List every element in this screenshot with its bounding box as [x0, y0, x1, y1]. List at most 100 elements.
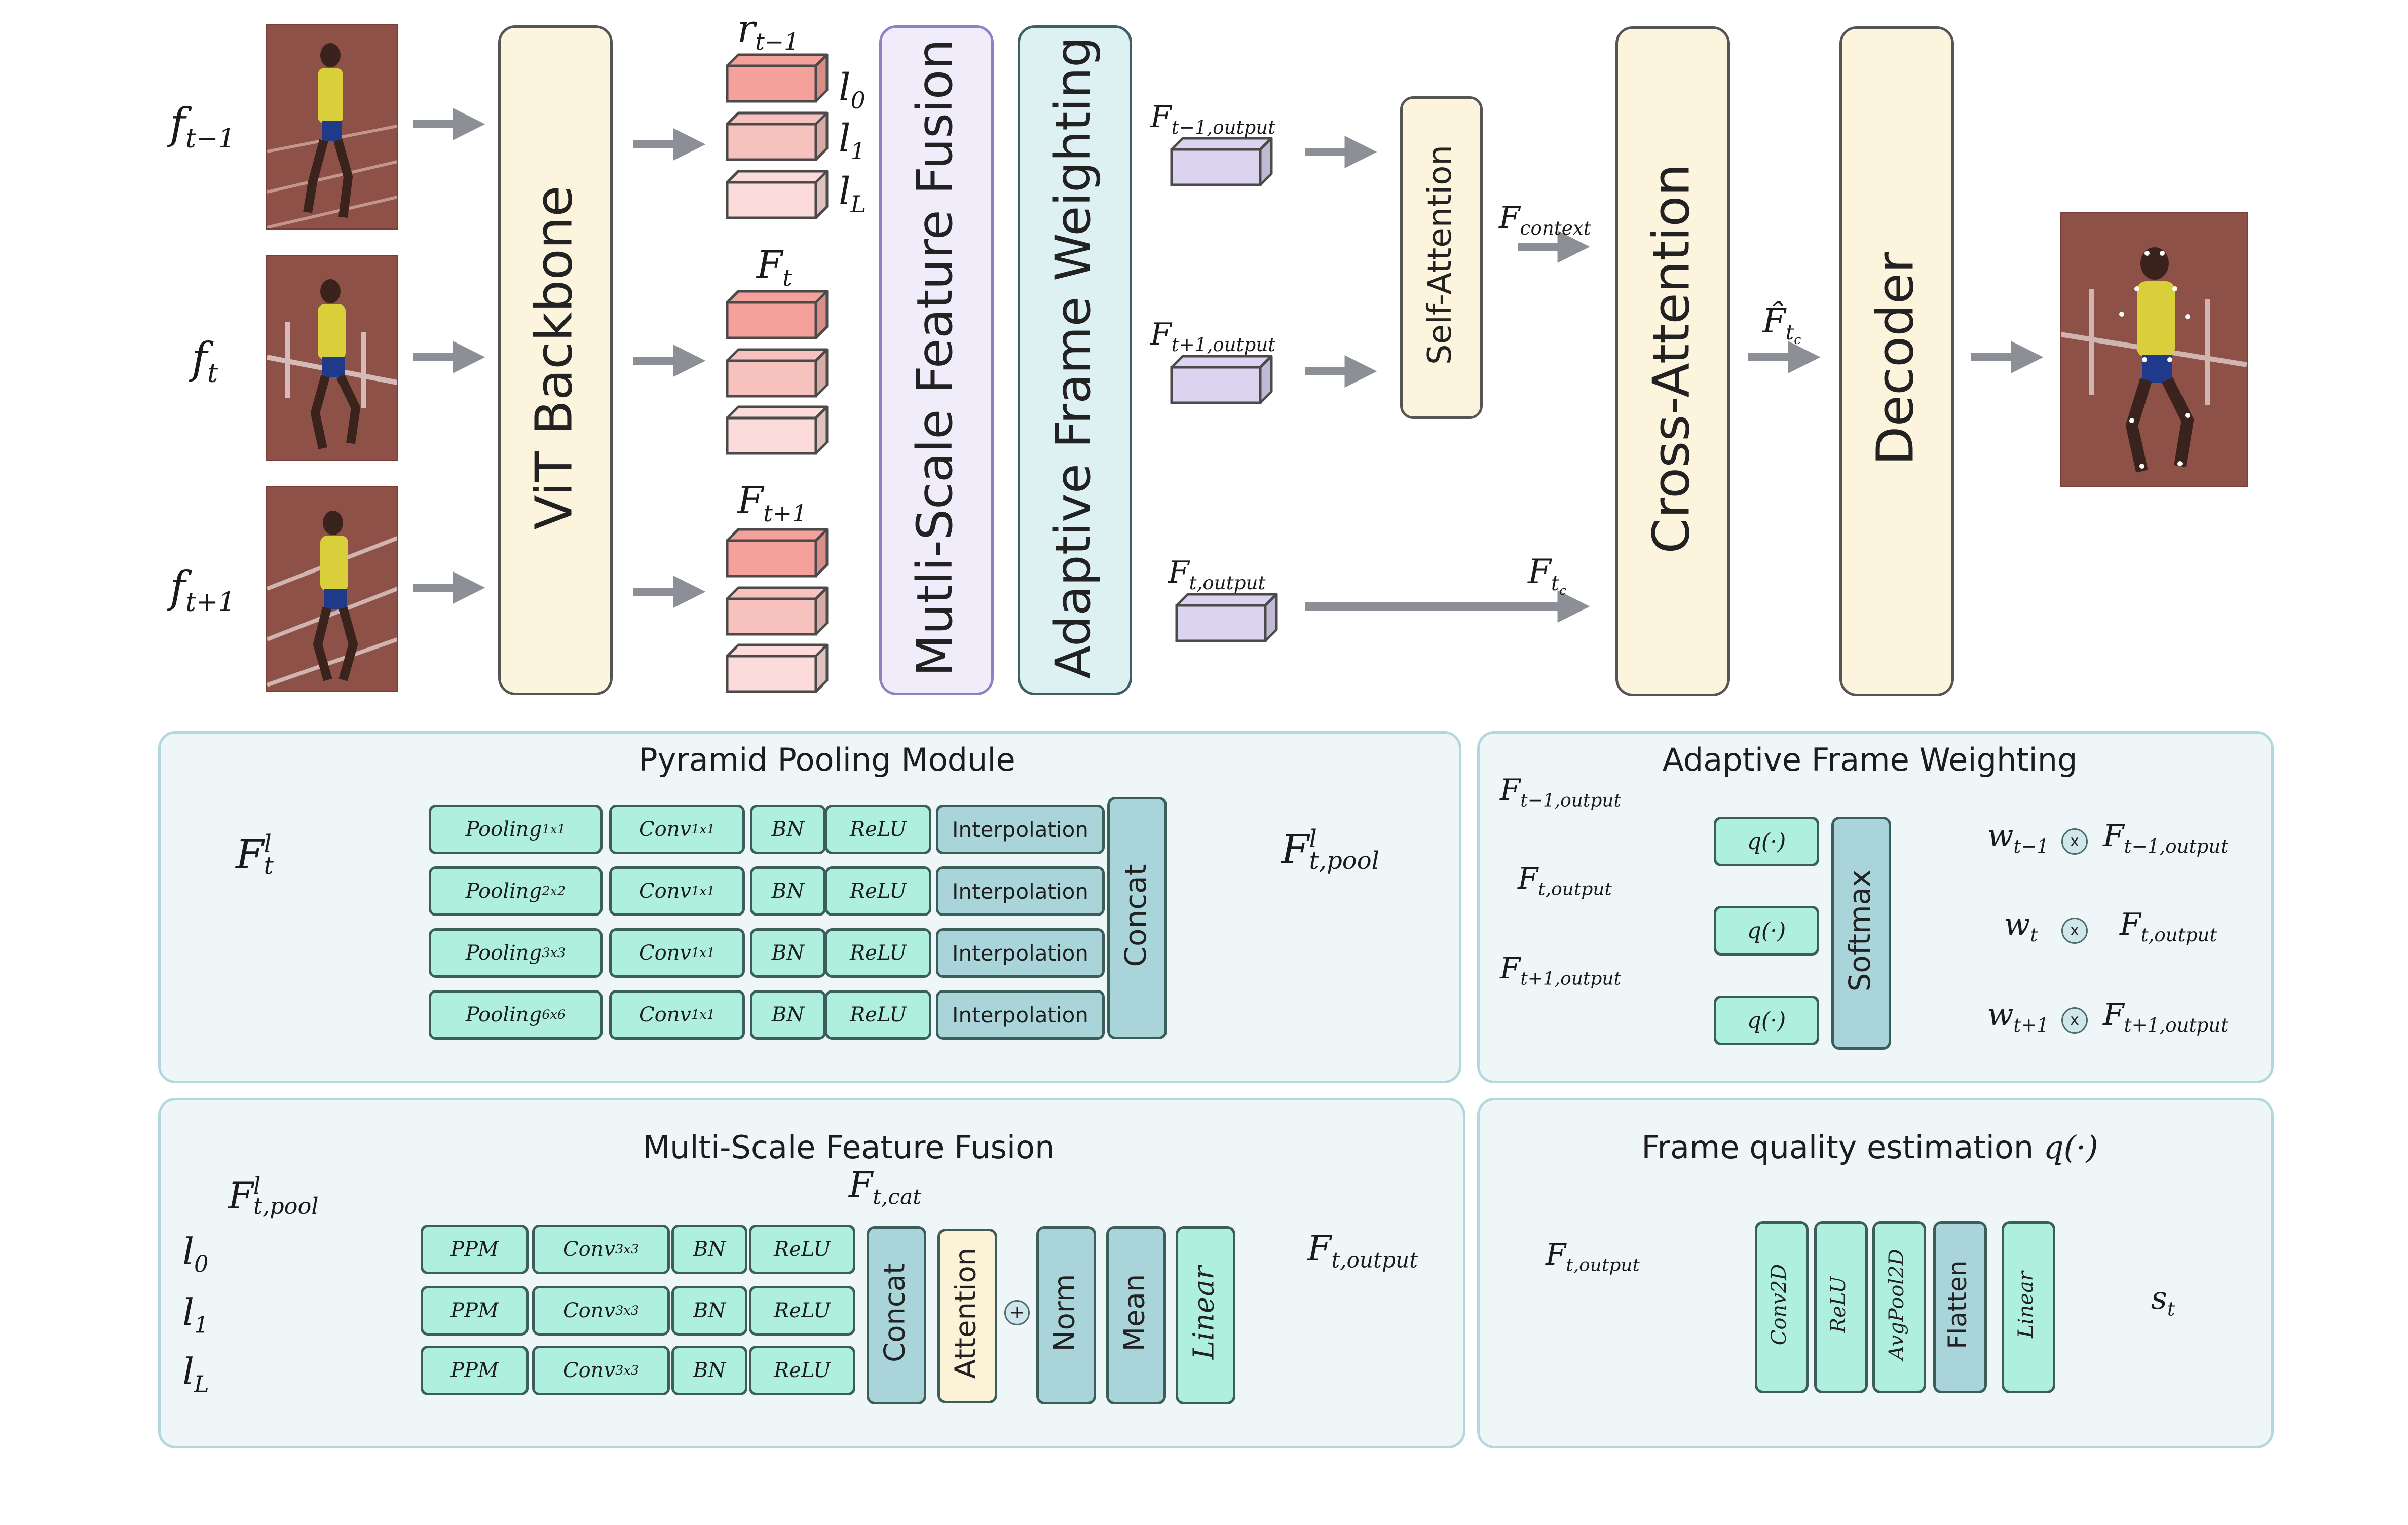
fqe-block-relu	[1814, 1221, 1868, 1393]
input-label-f-t-minus-1: ft−1	[170, 99, 235, 154]
relu-block-3: ReLU	[825, 990, 931, 1040]
norm-label: Norm	[1048, 1274, 1081, 1352]
level-label-l0: l0	[839, 66, 866, 114]
frame-image-t-plus-1	[266, 486, 398, 692]
plus-icon: +	[1004, 1300, 1030, 1325]
bn-block-2: BN	[750, 928, 826, 978]
msf-title: Multi-Scale Feature Fusion	[643, 1129, 1055, 1166]
interpolation-block-2: Interpolation	[936, 928, 1105, 978]
feature-label-f-t: Ft	[757, 243, 792, 291]
weight-label-1: wt	[2004, 907, 2038, 946]
linear-label: Linear	[1187, 1266, 1221, 1360]
feature-cuboid-1-0	[726, 290, 829, 339]
msf-bn-block-0: BN	[671, 1225, 747, 1274]
ppm-title: Pyramid Pooling Module	[638, 741, 1015, 778]
softmax-label: Softmax	[1842, 869, 1877, 992]
msf-level-l0: l0	[182, 1230, 209, 1278]
fqe-block-conv2d	[1755, 1221, 1809, 1393]
self-attention-block	[1400, 96, 1483, 419]
afw-q-block-1: q(·)	[1714, 906, 1819, 956]
msf-level-l1: l1	[182, 1291, 209, 1339]
ppm-concat-block	[1107, 797, 1167, 1039]
input-label-f-t-plus-1: ft+1	[170, 562, 235, 618]
fqe-block-avgpool2d	[1872, 1221, 1926, 1393]
interpolation-block-0: Interpolation	[936, 805, 1105, 854]
feature-cuboid-0-0	[726, 53, 829, 103]
output-label-t-minus-1: Ft−1,output	[1150, 99, 1276, 138]
relu-block-2: ReLU	[825, 928, 931, 978]
msf-concat-block	[867, 1226, 926, 1404]
level-label-l1: l1	[839, 117, 866, 165]
afw-input-label-2: Ft+1,output	[1500, 951, 1621, 989]
vit-backbone-label: ViT Backbone	[524, 185, 584, 530]
norm-block	[1036, 1226, 1096, 1404]
fqe-block-linear	[2002, 1221, 2055, 1393]
afw-input-label-1: Ft,output	[1518, 861, 1612, 900]
mean-block	[1106, 1226, 1166, 1404]
cross-attention-block	[1615, 26, 1730, 696]
feature-label-r-t-minus-1: rt−1	[737, 7, 799, 55]
softmax-block	[1831, 817, 1891, 1050]
ppm-block-0: PPM	[421, 1225, 529, 1274]
output-pose-image	[2060, 212, 2248, 487]
relu-block-1: ReLU	[825, 866, 931, 916]
bn-block-3: BN	[750, 990, 826, 1040]
msf-bn-block-2: BN	[671, 1346, 747, 1395]
fqe-label-flatten: Flatten	[1943, 1260, 1972, 1349]
weighted-output-label-2: Ft+1,output	[2103, 997, 2229, 1036]
attention-block	[937, 1229, 997, 1403]
decoder-label: Decoder	[1865, 252, 1925, 466]
feature-cuboid-0-1	[726, 111, 829, 161]
context-label: Fcontext	[1499, 200, 1591, 239]
ftc-hat-label: F̂tc	[1762, 301, 1801, 348]
msf-level-lL: lL	[182, 1350, 209, 1398]
afw-title: Adaptive Frame Weighting	[1662, 741, 2078, 778]
feature-label-f-t-plus-1: Ft+1	[737, 479, 807, 527]
weight-label-2: wt+1	[1987, 997, 2049, 1036]
afw-q-block-0: q(·)	[1714, 817, 1819, 866]
attention-label: Attention	[949, 1247, 983, 1379]
fqe-label-relu: ReLU	[1827, 1276, 1850, 1333]
msf-output-label: Ft,output	[1307, 1229, 1418, 1273]
ppm-block-1: PPM	[421, 1286, 529, 1336]
ppm-block-2: PPM	[421, 1346, 529, 1395]
vit-backbone-block	[498, 25, 613, 695]
msf-concat-label: Concat	[878, 1263, 912, 1362]
relu-block-0: ReLU	[825, 805, 931, 854]
msf-relu-block-0: ReLU	[749, 1225, 855, 1274]
multiply-icon-2: x	[2061, 1007, 2088, 1034]
level-label-lL: lL	[839, 170, 867, 218]
fqe-label-linear: Linear	[2014, 1271, 2038, 1338]
weighted-output-label-0: Ft−1,output	[2103, 818, 2229, 857]
feature-cuboid-2-0	[726, 528, 829, 578]
fqe-label-avgpool2d: AvgPool2D	[1885, 1249, 1908, 1360]
output-label-t-plus-1: Ft+1,output	[1150, 317, 1276, 356]
mean-label: Mean	[1118, 1274, 1151, 1352]
decoder-block	[1839, 26, 1954, 696]
fqe-block-flatten	[1933, 1221, 1987, 1393]
frame-image-t	[266, 255, 398, 461]
frame-image-t-minus-1	[266, 24, 398, 230]
feature-cuboid-2-1	[726, 586, 829, 636]
multiply-icon-0: x	[2061, 828, 2088, 855]
feature-cuboid-0-2	[726, 170, 829, 219]
interpolation-block-3: Interpolation	[936, 990, 1105, 1040]
output-cuboid-t-plus-1	[1170, 355, 1273, 404]
feature-cuboid-1-2	[726, 405, 829, 455]
multi-scale-feature-fusion-label: Mutli-Scale Feature Fusion	[907, 39, 963, 677]
input-label-f-t: ft	[192, 333, 218, 389]
feature-cuboid-1-1	[726, 348, 829, 398]
msf-relu-block-1: ReLU	[749, 1286, 855, 1336]
self-attention-label: Self-Attention	[1421, 145, 1459, 365]
afw-input-label-0: Ft−1,output	[1500, 773, 1621, 811]
adaptive-frame-weighting-label: Adaptive Frame Weighting	[1045, 36, 1102, 679]
